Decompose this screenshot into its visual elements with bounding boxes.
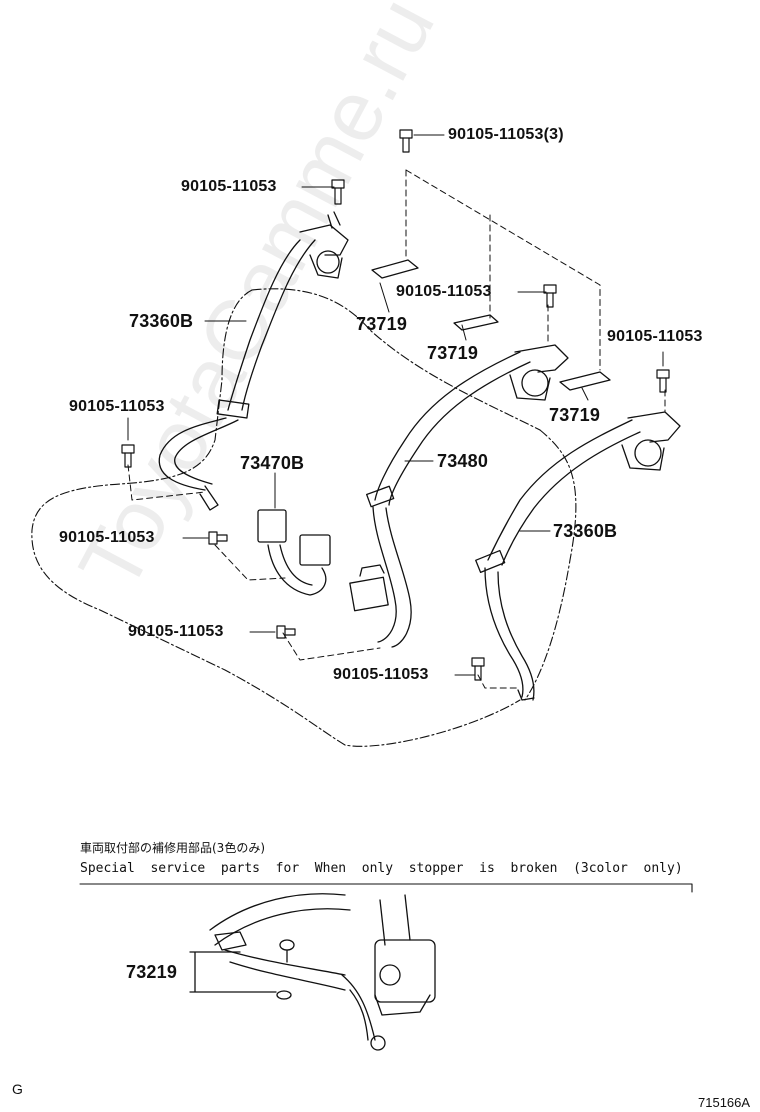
- belt-center-assembly: [349, 344, 569, 648]
- label-leaders: [127, 134, 664, 676]
- corner-code-left: G: [12, 1081, 23, 1097]
- brackets: [371, 259, 611, 391]
- note-english: Special service parts for When only stop…: [80, 861, 683, 876]
- label-bolt-left-upper[interactable]: 90105-11053: [181, 178, 277, 195]
- label-stopper[interactable]: 73219: [126, 962, 178, 982]
- label-bracket-3[interactable]: 73719: [549, 405, 601, 425]
- bolts: [121, 129, 670, 681]
- label-bolt-bottom-center[interactable]: 90105-11053: [333, 666, 429, 683]
- label-bolt-top[interactable]: 90105-11053(3): [448, 126, 564, 143]
- label-bolt-right-upper[interactable]: 90105-11053: [607, 328, 703, 345]
- label-bolt-left-lower[interactable]: 90105-11053: [59, 529, 155, 546]
- buckle-left-assembly: [257, 509, 331, 596]
- label-bolt-center[interactable]: 90105-11053: [396, 283, 492, 300]
- label-belt-center[interactable]: 73480: [437, 451, 489, 471]
- belt-left-assembly: [158, 211, 349, 511]
- label-bolt-left-mid[interactable]: 90105-11053: [69, 398, 165, 415]
- label-buckle-left[interactable]: 73470B: [240, 453, 305, 473]
- note-japanese: 車両取付部の補修用部品(3色のみ): [80, 841, 265, 855]
- leader-lines: [127, 169, 666, 689]
- label-bracket-2[interactable]: 73719: [427, 343, 479, 363]
- figure-number: 715166A: [698, 1095, 751, 1110]
- label-bracket-1[interactable]: 73719: [356, 314, 408, 334]
- rear-seat-outline: [31, 288, 577, 747]
- label-belt-left[interactable]: 73360B: [129, 311, 194, 331]
- belt-right-assembly: [475, 411, 681, 701]
- inset-stopper-detail: [189, 893, 436, 1051]
- label-belt-right[interactable]: 73360B: [553, 521, 618, 541]
- label-bolt-bottom-left[interactable]: 90105-11053: [128, 623, 224, 640]
- inset-frame: [79, 883, 693, 893]
